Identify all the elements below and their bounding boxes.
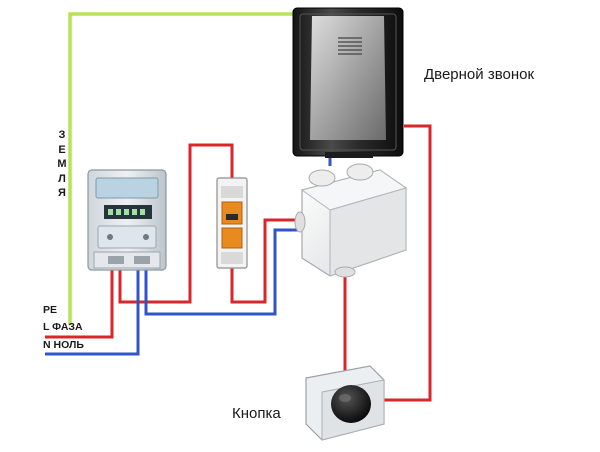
- phase-wires: [45, 124, 432, 402]
- doorbell-label: Дверной звонок: [424, 66, 535, 83]
- electric-meter-icon: [87, 169, 167, 271]
- earth-letter: Я: [58, 187, 66, 199]
- neutral-label: N НОЛЬ: [43, 339, 84, 351]
- earth-label: З Е М Л Я: [55, 128, 69, 201]
- earth-letter: Л: [58, 172, 66, 185]
- circuit-breaker-icon: [216, 177, 248, 269]
- earth-letter: М: [57, 158, 67, 170]
- junction-box-icon: [294, 163, 408, 278]
- push-button-icon: [305, 365, 385, 441]
- earth-wire: [68, 12, 300, 325]
- phase-label: L ФАЗА: [43, 321, 83, 333]
- doorbell-icon: [292, 7, 404, 158]
- earth-letter: З: [58, 129, 66, 141]
- earth-letter: Е: [58, 143, 66, 156]
- pe-label: PE: [43, 304, 58, 316]
- button-label: Кнопка: [232, 405, 281, 422]
